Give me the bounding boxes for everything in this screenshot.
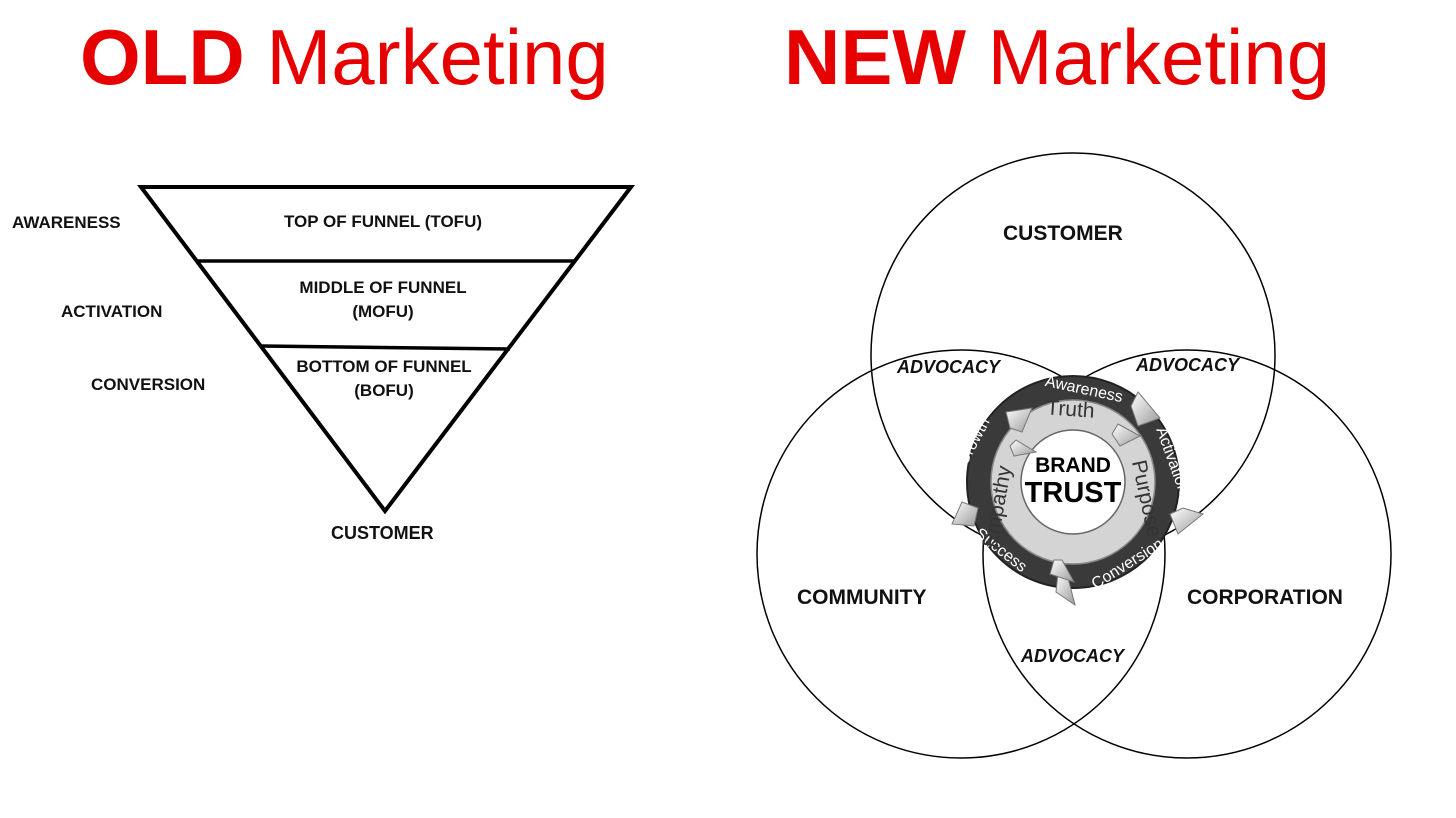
- center-trust: TRUST: [1024, 477, 1122, 509]
- funnel-bottom-section: BOTTOM OF FUNNEL (BOFU): [234, 355, 534, 403]
- funnel-middle-section: MIDDLE OF FUNNEL (MOFU): [233, 276, 533, 324]
- stage-activation: ACTIVATION: [61, 302, 163, 321]
- arrow-truth: [1111, 423, 1142, 447]
- funnel-top-section: TOP OF FUNNEL (TOFU): [233, 210, 533, 234]
- arrow-empathy: [1009, 439, 1038, 457]
- funnel-middle-line2: (MOFU): [352, 302, 414, 321]
- funnel-bottom-line2: (BOFU): [354, 381, 414, 400]
- arrow-awareness: [1130, 391, 1161, 427]
- center-disc: [1020, 429, 1126, 535]
- venn-label-corporation: CORPORATION: [1187, 586, 1343, 609]
- ring-word-truth: Truth: [1046, 396, 1096, 422]
- new-title-strong: NEW: [784, 13, 966, 101]
- funnel-middle-line1: MIDDLE OF FUNNEL: [299, 278, 467, 297]
- funnel-customer-label: CUSTOMER: [331, 523, 434, 543]
- ring-arrows: [951, 391, 1205, 607]
- center-brand: BRAND: [1035, 454, 1111, 477]
- new-title-rest: Marketing: [965, 13, 1331, 101]
- arrow-success: [951, 501, 979, 527]
- funnel-diagram: [136, 185, 636, 515]
- arrow-purpose: [1049, 559, 1076, 583]
- circle-community: [756, 349, 1166, 759]
- funnel-divider-bottom: [261, 344, 511, 351]
- arrow-activation: [1169, 507, 1205, 535]
- old-title-strong: OLD: [80, 13, 245, 101]
- circle-corporation: [982, 349, 1392, 759]
- stage-awareness: AWARENESS: [12, 213, 121, 232]
- advocacy-left: ADVOCACY: [897, 357, 1001, 377]
- stage-conversion: CONVERSION: [91, 375, 206, 394]
- advocacy-right: ADVOCACY: [1136, 355, 1240, 375]
- old-title-rest: Marketing: [244, 13, 609, 101]
- old-marketing-title: OLD Marketing: [80, 18, 609, 96]
- new-marketing-title: NEW Marketing: [784, 18, 1330, 96]
- funnel-top-line1: TOP OF FUNNEL (TOFU): [283, 212, 483, 231]
- funnel-bottom-line1: BOTTOM OF FUNNEL: [296, 357, 472, 376]
- venn-label-community: COMMUNITY: [797, 586, 927, 609]
- advocacy-bottom: ADVOCACY: [1021, 646, 1125, 666]
- venn-label-customer: CUSTOMER: [1003, 222, 1123, 245]
- arrow-growth: [1005, 407, 1033, 433]
